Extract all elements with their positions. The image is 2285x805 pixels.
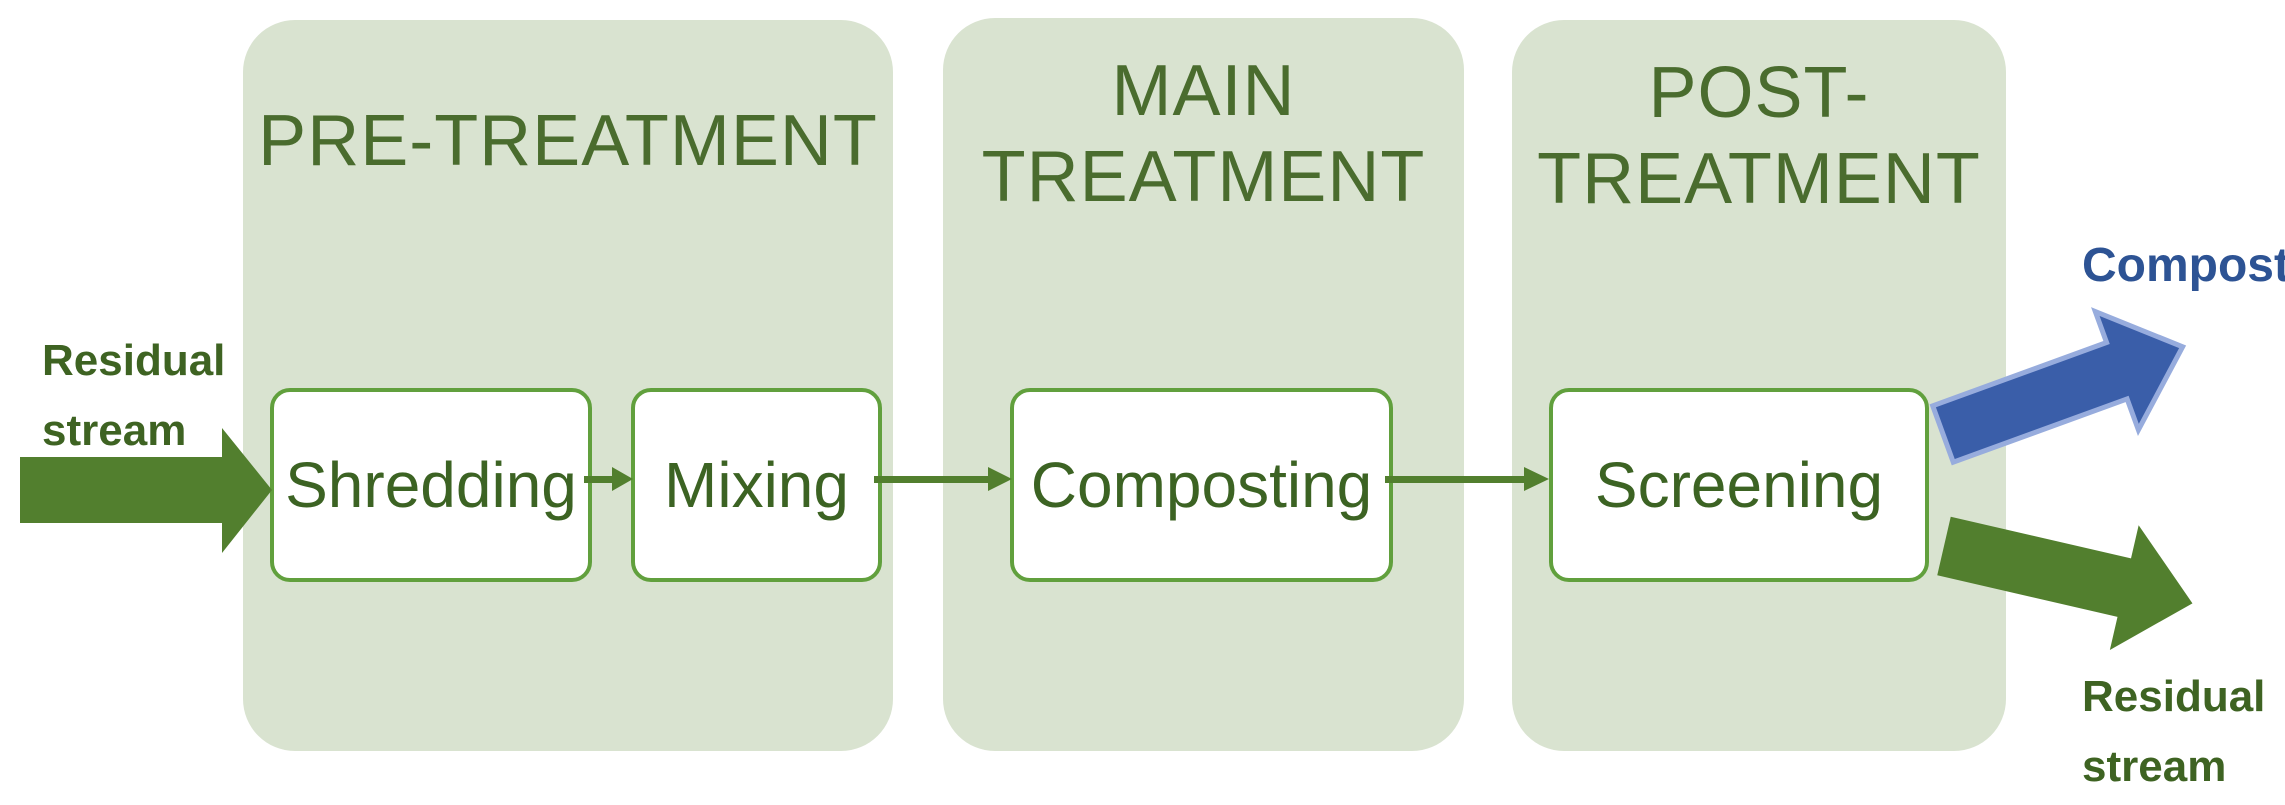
input-stream-label: Residual stream [42,326,262,466]
stage-title-line: POST- [1648,53,1870,133]
step-box-mixing: Mixing [631,388,882,582]
step-label: Screening [1594,449,1884,521]
residual-stream-label-line: stream [2082,742,2227,791]
stage-title-line: TREATMENT [981,137,1426,217]
stage-panel-pre-treatment: PRE-TREATMENT [243,20,893,751]
step-label: Shredding [285,449,577,521]
step-label: Mixing [664,449,849,521]
step-box-composting: Composting [1010,388,1393,582]
stage-title-line: MAIN [1111,51,1296,131]
stage-title: MAIN TREATMENT [943,48,1464,220]
stage-title-line: PRE-TREATMENT [258,101,878,181]
stage-panel-post-treatment: POST- TREATMENT [1512,20,2006,751]
residual-stream-label-line: Residual [2082,672,2266,721]
input-stream-label-line: stream [42,406,187,455]
step-label: Composting [1030,449,1373,521]
stage-title: PRE-TREATMENT [243,98,893,184]
compost-label: Compost [2082,239,2285,292]
input-stream-label-line: Residual [42,336,226,385]
stage-title-line: TREATMENT [1537,139,1981,219]
stage-title: POST- TREATMENT [1512,50,2006,222]
step-box-screening: Screening [1549,388,1929,582]
residual-stream-label: Residual stream [2082,662,2282,802]
stage-panel-main-treatment: MAIN TREATMENT [943,18,1464,751]
step-box-shredding: Shredding [270,388,592,582]
